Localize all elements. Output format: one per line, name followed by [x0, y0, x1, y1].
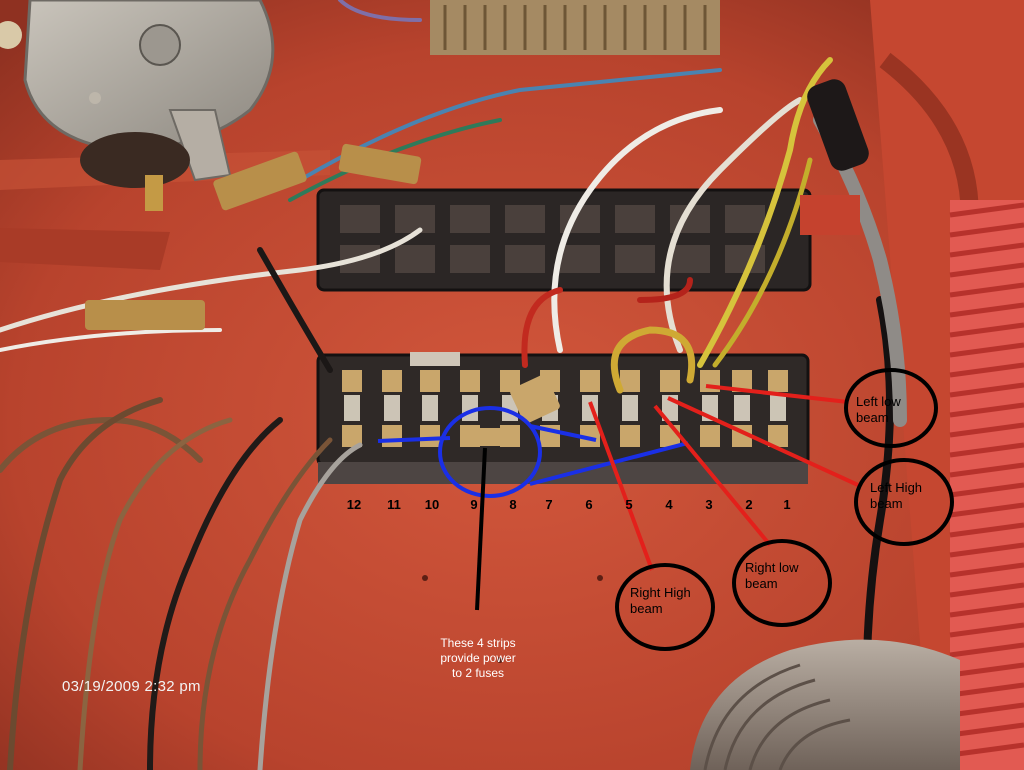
wire-brown [197, 437, 333, 770]
callout-circle-right-high [615, 563, 715, 651]
fuse-number: 9 [470, 497, 478, 512]
annotation-red-line [705, 384, 849, 404]
callout-line: beam [745, 576, 778, 591]
callout-circle-left-low [844, 368, 938, 448]
wire-purple [338, 0, 422, 22]
gauge-base [80, 132, 190, 188]
callout-left-high-beam: Left High beam [870, 480, 922, 512]
connector-tan [213, 151, 307, 211]
connector-tan [85, 300, 205, 330]
wire-brown [7, 397, 163, 770]
gauge-screw [89, 92, 101, 104]
callout-circle-left-high [854, 458, 954, 546]
panel-ridge [0, 228, 170, 270]
fuse-number: 11 [387, 497, 401, 512]
fuse-number: 1 [783, 497, 791, 512]
connector-tan [338, 143, 422, 185]
wire-red [521, 287, 563, 368]
callout-right-low-beam: Right low beam [745, 560, 798, 592]
annotation-blue-line [529, 424, 597, 442]
annotation-red-line [653, 404, 772, 547]
annotation-red-line [588, 401, 654, 571]
connector-red [800, 195, 860, 235]
photo-timestamp: 03/19/2009 2:32 pm [62, 678, 201, 695]
fuse-block-base [318, 462, 808, 484]
left-grommet [0, 21, 22, 49]
annotation-red-line [667, 396, 859, 487]
fuse-number: 8 [509, 497, 517, 512]
callout-line: beam [870, 496, 903, 511]
flex-duct [690, 639, 960, 770]
wire-brown [77, 417, 233, 770]
wire-red [637, 277, 693, 303]
note-line: to 2 fuses [451, 666, 505, 680]
wire-blue [298, 68, 722, 182]
fuse-number: 5 [625, 497, 633, 512]
annotation-blue-line [377, 436, 451, 443]
fuse-number: 7 [545, 497, 553, 512]
wire-white [0, 328, 222, 352]
annotation-blue-circle [438, 406, 542, 498]
callout-line: Right High [630, 585, 691, 600]
wire-white [551, 107, 723, 353]
connector-tan [510, 374, 560, 424]
callout-line: beam [856, 410, 889, 425]
wire-grey [257, 442, 363, 770]
annotation-black-line [475, 447, 487, 611]
fuse-strip-note: These 4 strips provide power to 2 fuses [418, 636, 538, 681]
callout-line: Left low [856, 394, 901, 409]
fuse-number: 10 [424, 497, 440, 512]
fuse-number: 4 [665, 497, 673, 512]
wiring-loom-black [807, 79, 869, 171]
callout-line: Right low [745, 560, 799, 575]
fuse-number: 12 [346, 497, 362, 512]
strip-clip [410, 352, 460, 366]
wire-black [257, 247, 333, 373]
gauge-terminal [145, 175, 163, 211]
wire-white [0, 227, 423, 333]
gauge-center [139, 24, 181, 66]
wire-black [147, 417, 283, 770]
wire-yellow [610, 326, 696, 394]
note-line: These 4 strips [440, 636, 516, 650]
wire-yellow [697, 57, 833, 368]
fuse-number: 6 [585, 497, 593, 512]
note-line: provide power [440, 651, 516, 665]
vent-grille [430, 0, 720, 55]
callout-circle-right-low [732, 539, 832, 627]
fuse-number: 3 [705, 497, 713, 512]
fuse-number: 2 [745, 497, 753, 512]
callout-left-low-beam: Left low beam [856, 394, 901, 426]
callout-right-high-beam: Right High beam [630, 585, 691, 617]
wire-green [288, 118, 502, 202]
annotation-blue-line [529, 441, 689, 486]
callout-line: beam [630, 601, 663, 616]
callout-line: Left High [870, 480, 923, 495]
jumper-strip [460, 428, 520, 446]
wire-yellow [712, 157, 813, 368]
